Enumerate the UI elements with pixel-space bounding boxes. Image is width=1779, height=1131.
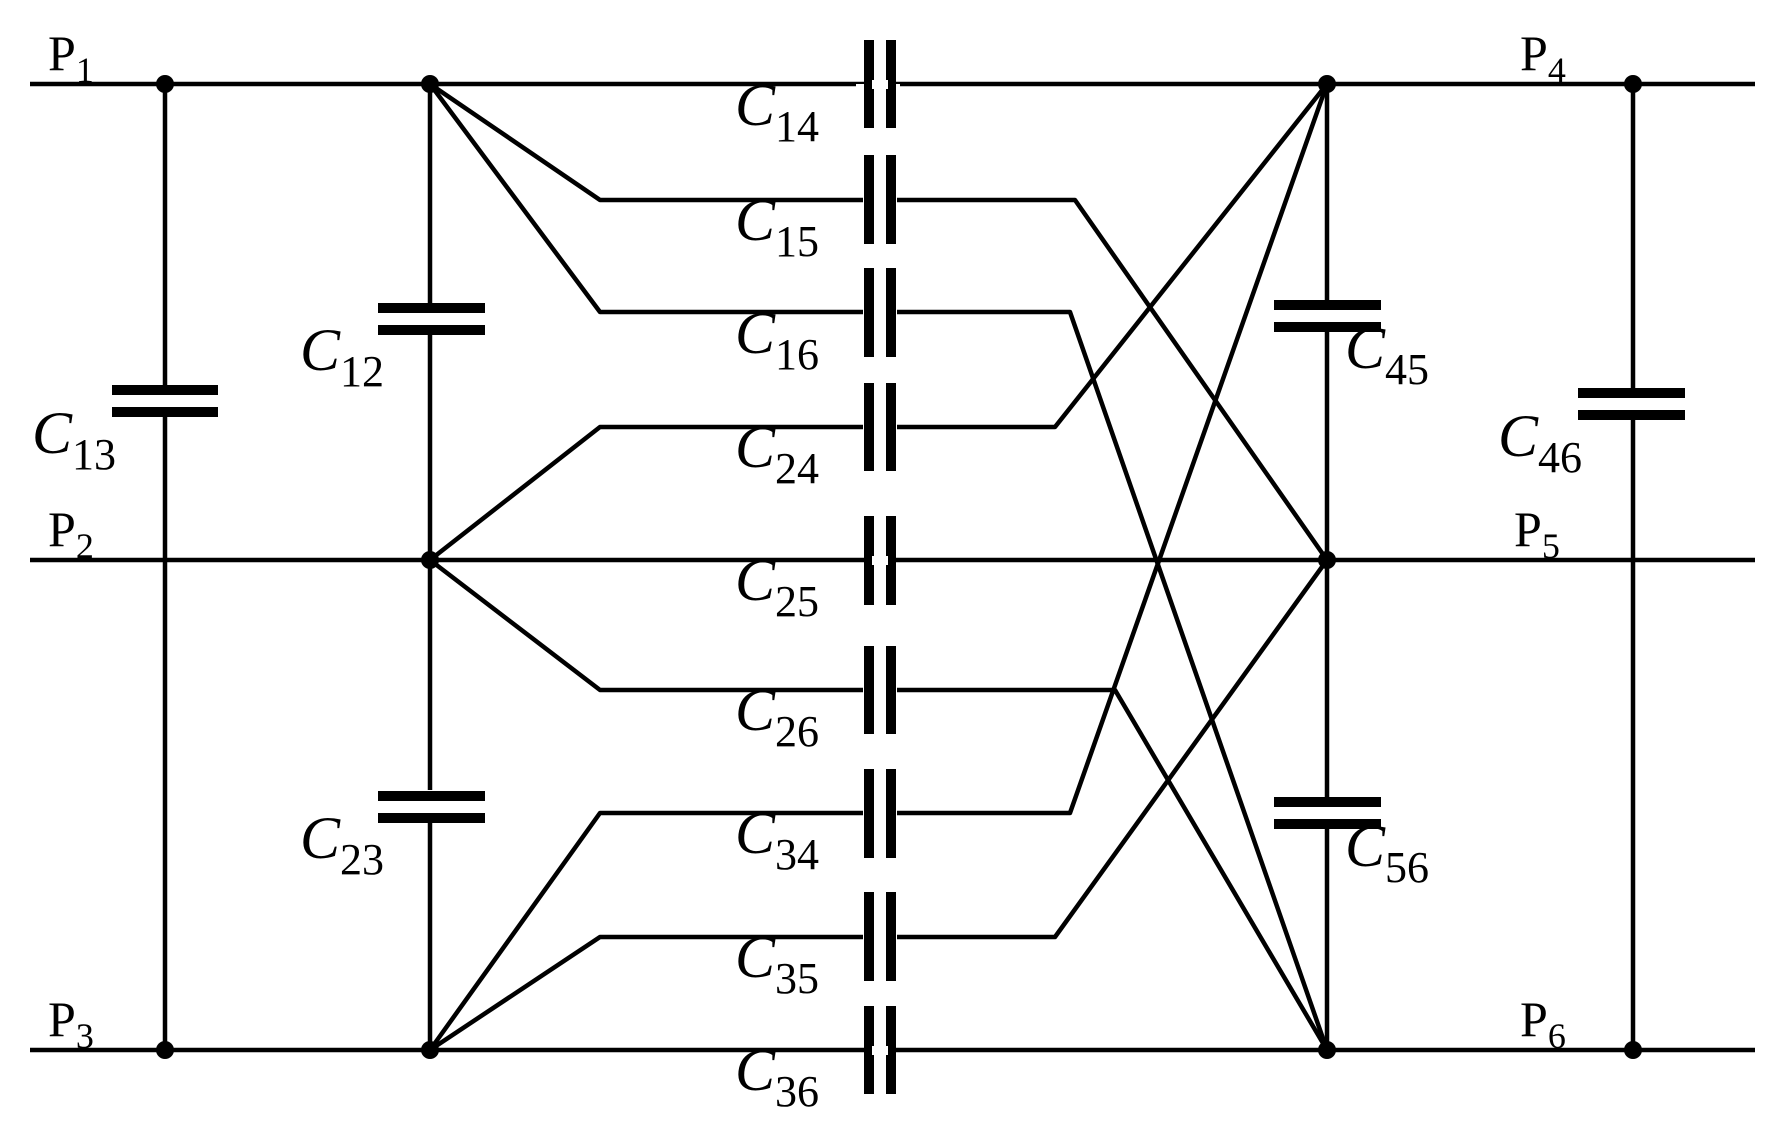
port-label-p5: P5 (1514, 501, 1560, 566)
wire-c34 (428, 810, 863, 1052)
junction-dot (1624, 1041, 1642, 1059)
capacitor-c34 (864, 769, 896, 858)
capacitor-c12 (378, 303, 485, 335)
port-label-p2: P2 (48, 501, 94, 566)
capacitor-c23 (378, 791, 485, 823)
wire-c24-right (897, 82, 1329, 430)
capacitor-label-c23: C23 (300, 805, 384, 884)
port-label-p6: P6 (1520, 991, 1566, 1056)
wire-c16 (428, 82, 863, 315)
capacitor-label-c36: C36 (735, 1037, 819, 1116)
wire-c35 (428, 934, 863, 1052)
wire-c24 (428, 424, 863, 562)
capacitor-label-c35: C35 (735, 924, 819, 1003)
capacitor-label-c25: C25 (735, 547, 819, 626)
capacitor-c45 (1274, 300, 1381, 332)
capacitor-label-c34: C34 (735, 800, 819, 879)
capacitor-label-c24: C24 (735, 414, 819, 493)
capacitor-label-c12: C12 (300, 317, 384, 396)
capacitor-c46 (1578, 388, 1685, 420)
junction-dot (421, 1041, 439, 1059)
capacitor-c56 (1274, 797, 1381, 829)
capacitor-c25 (864, 516, 896, 605)
capacitor-c13 (112, 385, 218, 417)
junction-dot (156, 1041, 174, 1059)
wire-c15-right (897, 197, 1329, 562)
capacitor-label-c16: C16 (735, 300, 819, 379)
junction-dot (1318, 1041, 1336, 1059)
junction-dot (1624, 75, 1642, 93)
capacitor-c15 (864, 155, 896, 244)
junction-dot (1318, 75, 1336, 93)
capacitor-c36 (864, 1006, 896, 1094)
capacitor-c26 (864, 646, 896, 734)
wire-c34-right (897, 83, 1330, 816)
junction-dot (156, 75, 174, 93)
capacitor-label-c46: C46 (1498, 403, 1582, 482)
wire-c16-right (897, 309, 1330, 1051)
junction-dot (421, 75, 439, 93)
port-label-p3: P3 (48, 991, 94, 1056)
port-label-p4: P4 (1520, 25, 1566, 90)
wire-c35-right (897, 558, 1329, 940)
capacitor-c16 (864, 268, 896, 357)
gap-c14 (872, 80, 888, 89)
capacitor-label-c56: C56 (1345, 813, 1429, 892)
capacitor-label-c13: C13 (32, 400, 116, 479)
capacitor-label-c15: C15 (735, 187, 819, 266)
port-label-p1: P1 (48, 25, 94, 90)
capacitor-label-c26: C26 (735, 677, 819, 756)
capacitor-label-c45: C45 (1345, 315, 1429, 394)
wire-c26 (428, 558, 863, 693)
junction-dot (421, 551, 439, 569)
gap-c36 (872, 1046, 888, 1055)
wire-c15 (428, 82, 863, 203)
capacitor-c35 (864, 892, 896, 981)
capacitor-c24 (864, 383, 896, 471)
gap-c25 (872, 556, 888, 565)
capacitor-label-c14: C14 (735, 72, 819, 151)
junction-dot (1318, 551, 1336, 569)
